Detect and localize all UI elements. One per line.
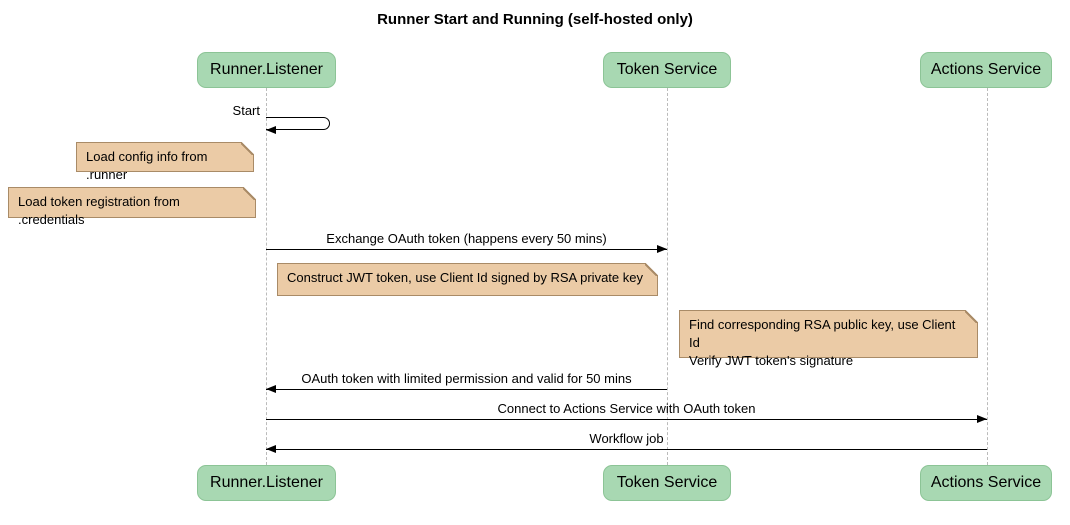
- arrowhead-left-icon: [266, 126, 276, 134]
- lifeline-actions-service: [987, 88, 988, 465]
- participant-label: Actions Service: [930, 61, 1042, 78]
- message-label: Workflow job: [589, 431, 664, 446]
- note-fold-icon: [241, 142, 254, 155]
- note-fold-icon: [243, 187, 256, 200]
- message-connect-actions: Connect to Actions Service with OAuth to…: [266, 401, 987, 423]
- lifeline-token-service: [667, 88, 668, 465]
- participant-label: Runner.Listener: [210, 61, 323, 78]
- note-text-line1: Find corresponding RSA public key, use C…: [689, 317, 956, 350]
- message-label: Connect to Actions Service with OAuth to…: [497, 401, 756, 416]
- message-label: Exchange OAuth token (happens every 50 m…: [326, 231, 607, 246]
- participant-label: Token Service: [616, 474, 718, 491]
- participant-runner-listener-bottom: Runner.Listener: [197, 465, 336, 501]
- participant-actions-service-top: Actions Service: [920, 52, 1052, 88]
- diagram-title: Runner Start and Running (self-hosted on…: [377, 11, 693, 28]
- arrowhead-left-icon: [266, 445, 276, 453]
- note-text: Load token registration from .credential…: [18, 194, 180, 227]
- message-exchange-oauth: Exchange OAuth token (happens every 50 m…: [266, 231, 667, 253]
- participant-label: Runner.Listener: [210, 474, 323, 491]
- participant-token-service-bottom: Token Service: [603, 465, 731, 501]
- participant-actions-service-bottom: Actions Service: [920, 465, 1052, 501]
- note-construct-jwt: Construct JWT token, use Client Id signe…: [277, 263, 658, 296]
- message-line: [266, 415, 987, 423]
- self-message-start-loop: [266, 117, 330, 130]
- note-fold-icon: [965, 310, 978, 323]
- arrowhead-right-icon: [657, 245, 667, 253]
- participant-runner-listener-top: Runner.Listener: [197, 52, 336, 88]
- arrowhead-left-icon: [266, 385, 276, 393]
- note-load-credentials: Load token registration from .credential…: [8, 187, 256, 227]
- lifeline-runner-listener: [266, 88, 267, 465]
- message-line: [266, 245, 667, 253]
- message-line: [266, 385, 667, 393]
- note-verify-jwt: Find corresponding RSA public key, use C…: [679, 310, 978, 368]
- message-label: OAuth token with limited permission and …: [301, 371, 632, 386]
- note-text-line2: Verify JWT token's signature: [689, 353, 854, 368]
- participant-label: Actions Service: [930, 474, 1042, 491]
- participant-label: Token Service: [616, 61, 718, 78]
- message-workflow-job: Workflow job: [266, 431, 987, 453]
- participant-token-service-top: Token Service: [603, 52, 731, 88]
- message-line: [266, 445, 987, 453]
- note-text: Construct JWT token, use Client Id signe…: [287, 270, 643, 285]
- arrowhead-right-icon: [977, 415, 987, 423]
- self-message-start-label: Start: [232, 103, 260, 118]
- note-load-config: Load config info from .runner: [76, 142, 254, 182]
- note-fold-icon: [645, 263, 658, 276]
- note-text: Load config info from .runner: [86, 149, 208, 182]
- message-oauth-return: OAuth token with limited permission and …: [266, 371, 667, 393]
